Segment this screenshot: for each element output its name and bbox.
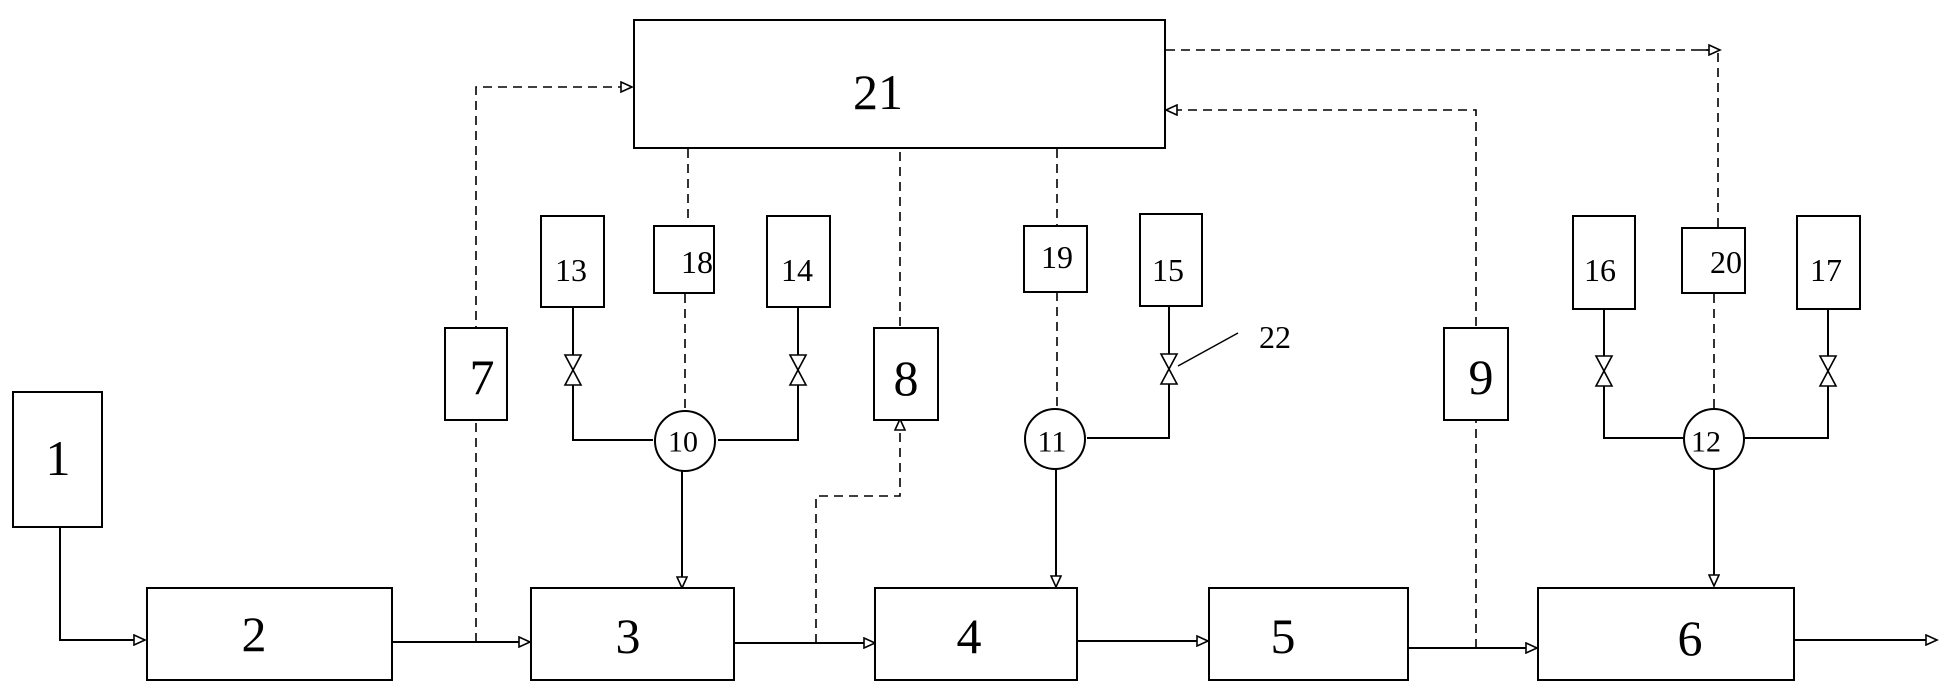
label-5: 5 xyxy=(1271,608,1296,664)
line-15-valve-pump11 xyxy=(1087,307,1170,439)
unit-16-box xyxy=(1572,215,1636,310)
unit-6-box xyxy=(1537,587,1795,681)
line-16-valve-pump12 xyxy=(1603,310,1683,439)
pump-11 xyxy=(1024,408,1086,470)
signal-9-to-21 xyxy=(1166,110,1477,326)
line-13-valve-pump10 xyxy=(572,307,653,441)
label-7: 7 xyxy=(470,349,495,405)
unit-5-box xyxy=(1208,587,1409,681)
signal-21-to-20 xyxy=(1166,49,1719,227)
unit-20-box xyxy=(1681,227,1746,294)
label-21: 21 xyxy=(853,64,903,120)
unit-boxes xyxy=(12,19,1861,681)
label-16: 16 xyxy=(1584,252,1616,288)
pump-12 xyxy=(1683,408,1745,470)
unit-8-box xyxy=(873,327,939,421)
labels: 1 2 3 4 5 6 7 8 9 10 11 12 13 14 15 16 1… xyxy=(46,64,1843,666)
unit-3-box xyxy=(530,587,735,681)
unit-7-box xyxy=(444,327,508,421)
label-8: 8 xyxy=(894,350,919,406)
label-22: 22 xyxy=(1259,319,1291,355)
signal-7-to-21 xyxy=(475,87,632,350)
valve-17 xyxy=(1818,355,1838,387)
unit-4-box xyxy=(874,587,1078,681)
valve-15 xyxy=(1159,353,1179,385)
valve-14 xyxy=(788,354,808,386)
label-9: 9 xyxy=(1469,349,1494,405)
label-4: 4 xyxy=(957,608,982,664)
unit-19-box xyxy=(1023,225,1088,293)
signal-lines xyxy=(475,49,1720,648)
flow-1-to-2 xyxy=(59,528,145,640)
label-3: 3 xyxy=(616,608,641,664)
unit-13-box xyxy=(540,215,605,308)
label-12: 12 xyxy=(1691,426,1721,459)
line-14-valve-pump10 xyxy=(718,307,799,441)
main-flow-lines xyxy=(59,307,1937,648)
signal-tap-to-8 xyxy=(815,419,900,643)
unit-15-box xyxy=(1139,213,1203,307)
label-13: 13 xyxy=(555,252,587,288)
label-18: 18 xyxy=(681,244,713,280)
line-17-valve-pump12 xyxy=(1745,310,1829,439)
unit-18-box xyxy=(653,225,715,294)
pumps xyxy=(654,408,1745,472)
label-19: 19 xyxy=(1041,239,1073,275)
label-2: 2 xyxy=(242,606,267,662)
valve-13 xyxy=(563,354,583,386)
unit-17-box xyxy=(1796,215,1861,310)
pointer-22 xyxy=(1177,332,1239,367)
label-15: 15 xyxy=(1152,252,1184,288)
label-14: 14 xyxy=(781,252,813,288)
label-11: 11 xyxy=(1038,426,1067,459)
label-1: 1 xyxy=(46,430,71,486)
unit-9-box xyxy=(1443,327,1509,421)
label-6: 6 xyxy=(1678,610,1703,666)
valve-16 xyxy=(1594,355,1614,387)
unit-2-box xyxy=(146,587,393,681)
label-17: 17 xyxy=(1810,252,1842,288)
unit-14-box xyxy=(766,215,831,308)
unit-1-box xyxy=(12,391,103,528)
valves xyxy=(563,353,1838,387)
label-10: 10 xyxy=(668,426,698,459)
unit-21-box xyxy=(633,19,1166,149)
pump-10 xyxy=(654,410,716,472)
label-20: 20 xyxy=(1710,244,1742,280)
